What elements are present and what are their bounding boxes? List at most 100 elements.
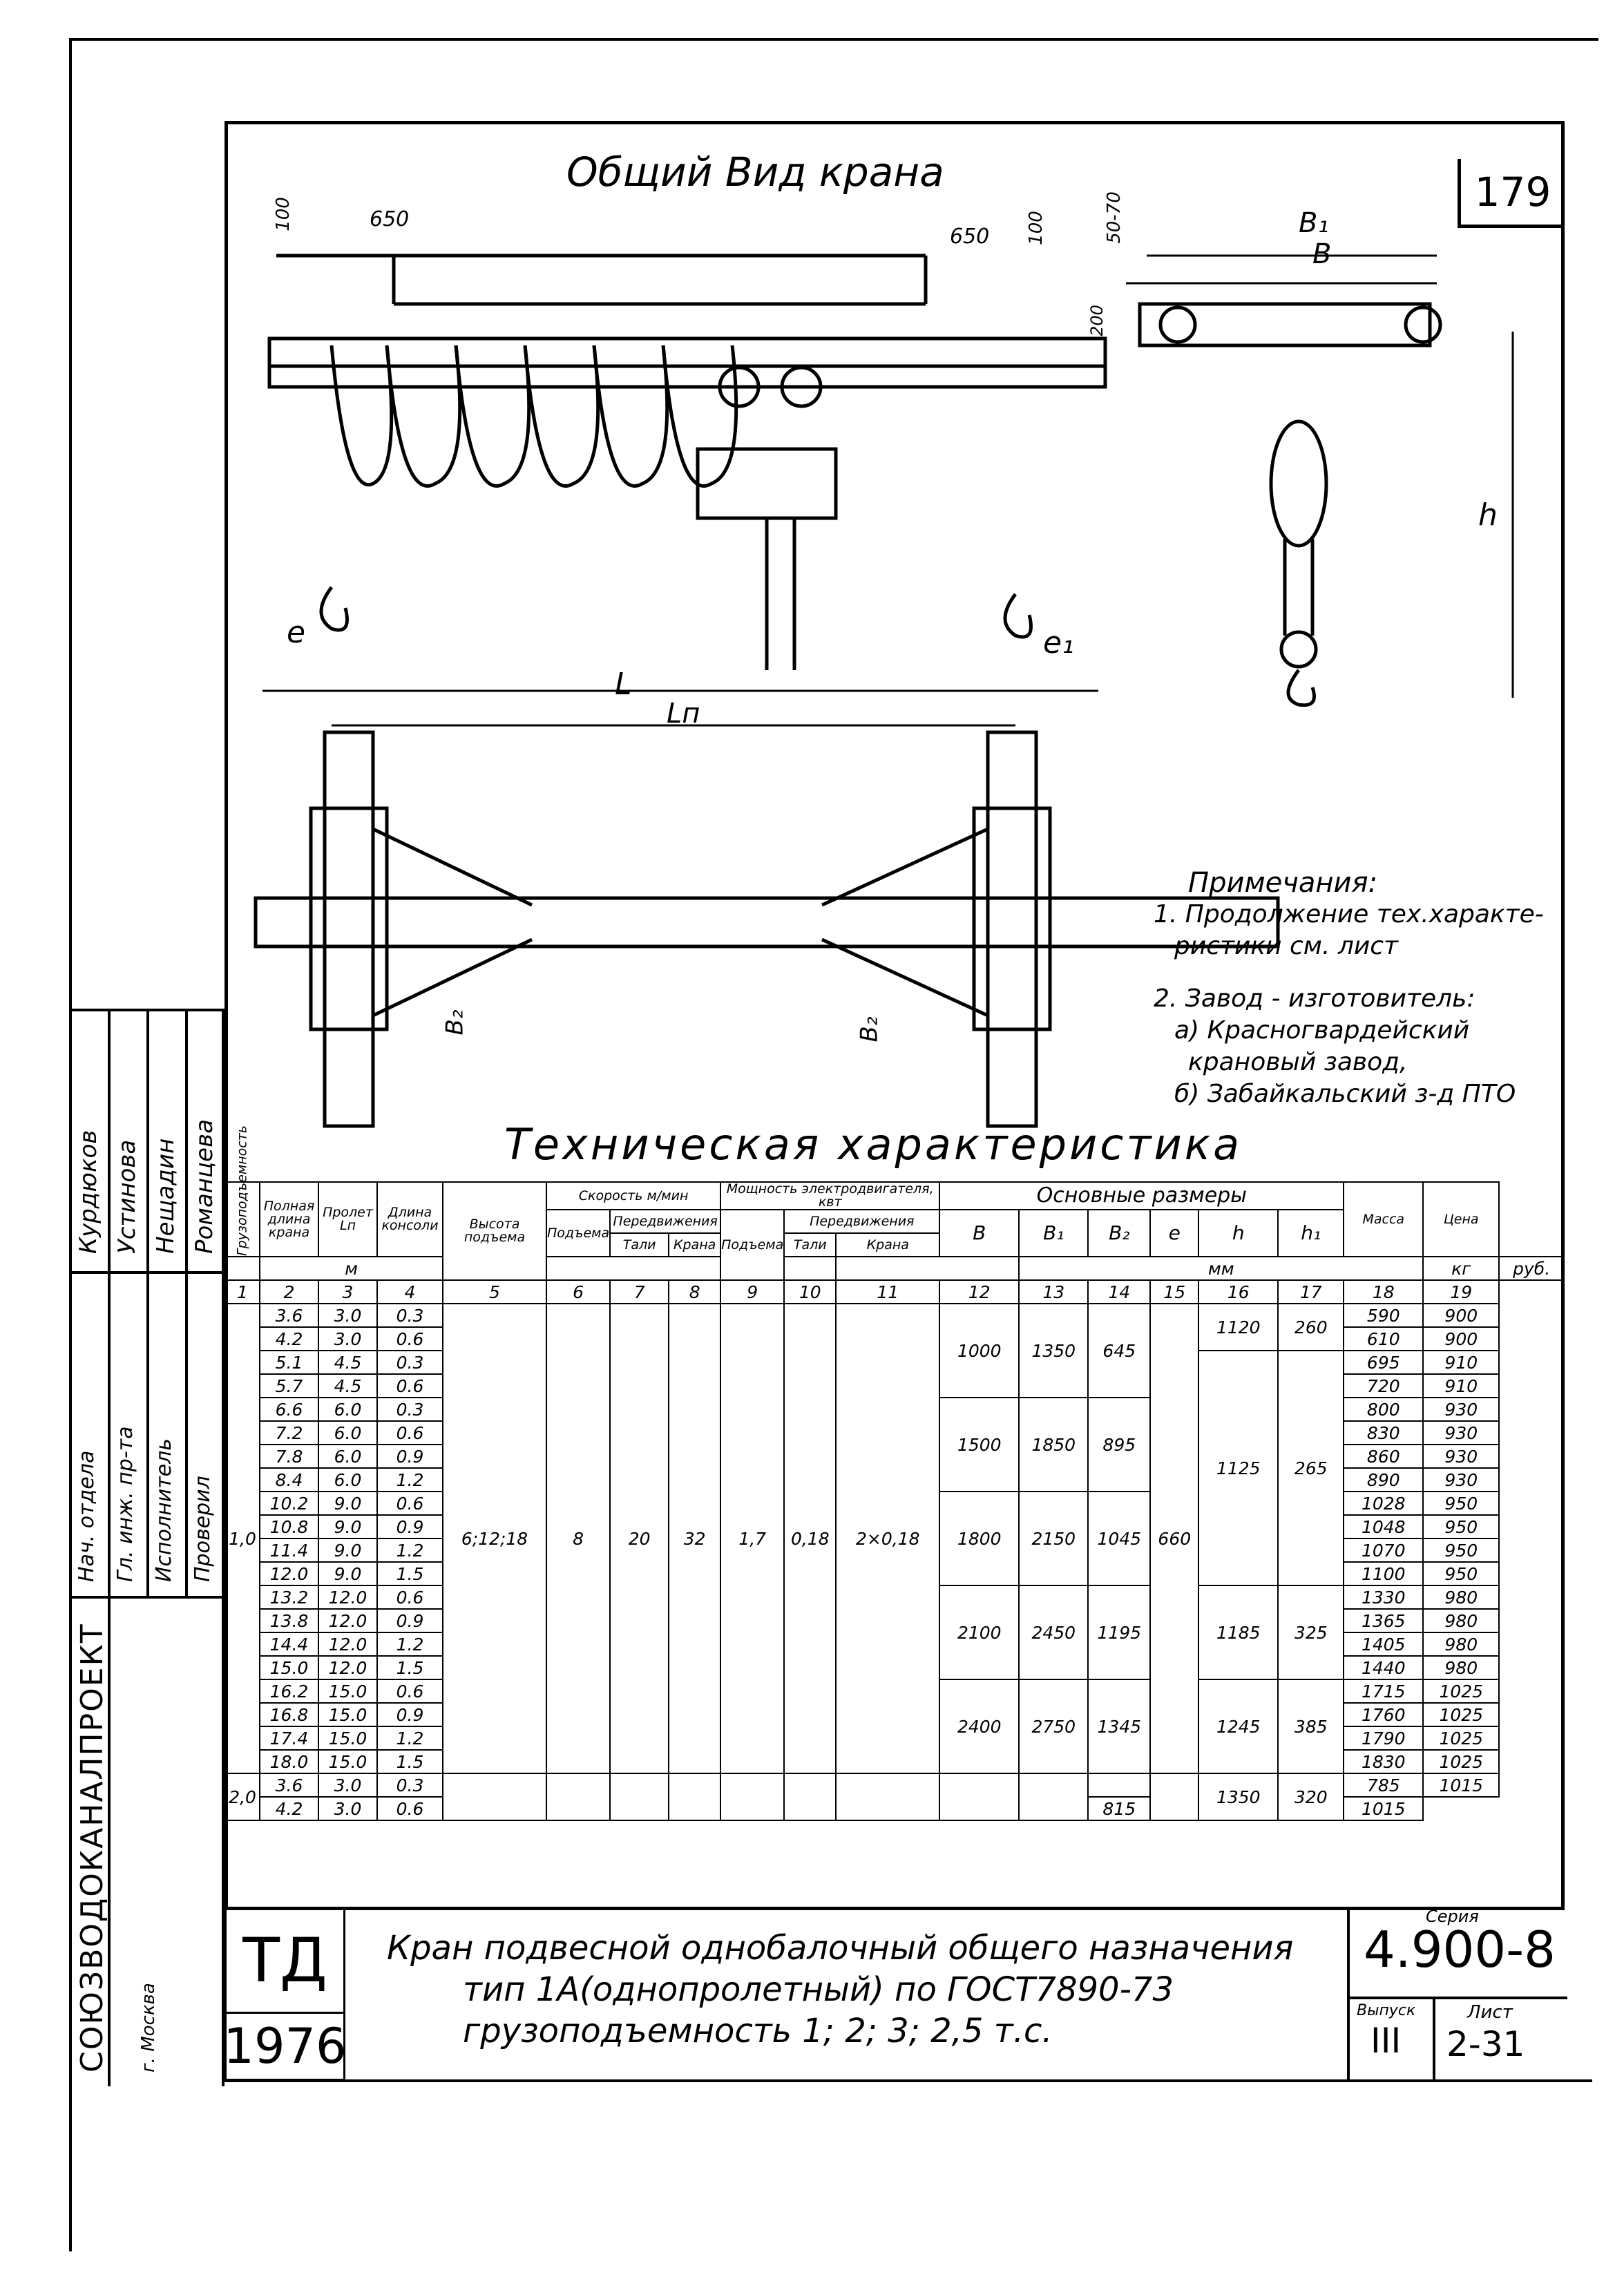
console-cell: 1.5	[376, 1655, 443, 1680]
dim-B1: B₁	[1299, 207, 1329, 239]
span-cell: 9.0	[318, 1491, 378, 1516]
span-cell: 15.0	[318, 1679, 378, 1704]
span-cell: 15.0	[318, 1726, 378, 1751]
length-cell: 18.0	[259, 1749, 319, 1774]
table-cell	[720, 1773, 785, 1821]
dim-B1-cell: 1350	[1018, 1303, 1089, 1398]
mass-cell: 800	[1343, 1397, 1424, 1422]
col-number: 18	[1343, 1279, 1424, 1304]
table-cell	[1087, 1773, 1152, 1798]
mass-cell: 1760	[1343, 1702, 1424, 1727]
unit-rub: руб.	[1498, 1256, 1565, 1281]
price-cell: 910	[1422, 1373, 1500, 1398]
dim-e1: e₁	[1043, 625, 1074, 660]
sheet-label: Лист	[1467, 2002, 1513, 2023]
title-line-3: грузоподъемность 1; 2; 3; 2,5 т.с.	[463, 2012, 1053, 2050]
col-number: 10	[783, 1279, 837, 1304]
dim-B2-cell: 1045	[1087, 1491, 1152, 1586]
th-console: Длина консоли	[376, 1181, 443, 1257]
dim-L: L	[615, 667, 632, 702]
console-cell: 1.2	[376, 1726, 443, 1751]
length-cell: 15.0	[259, 1655, 319, 1680]
span-cell: 6.0	[318, 1444, 378, 1469]
sig-role-1: Нач. отдела	[75, 1450, 99, 1582]
dim-h-cell: 1125	[1198, 1350, 1279, 1586]
series-value: 4.900-8	[1364, 1921, 1556, 1979]
length-cell: 3.6	[259, 1773, 319, 1798]
console-cell: 0.6	[376, 1679, 443, 1704]
console-cell: 1.5	[376, 1561, 443, 1586]
dim-e: e	[287, 615, 306, 650]
mass-cell: 1028	[1343, 1491, 1424, 1516]
price-cell: 980	[1422, 1608, 1500, 1633]
table-cell	[668, 1773, 722, 1821]
speed-hoist-cell: 20	[609, 1303, 670, 1774]
span-cell: 3.0	[318, 1303, 378, 1328]
console-cell: 0.9	[376, 1514, 443, 1539]
dim-B-cell: 1500	[939, 1397, 1020, 1492]
mass-cell: 695	[1343, 1350, 1424, 1375]
console-cell: 1.2	[376, 1467, 443, 1492]
sheet-number: 179	[1458, 159, 1565, 228]
sig-name-2: Устинова	[113, 1139, 141, 1254]
col-number: 12	[939, 1279, 1020, 1304]
span-cell: 12.0	[318, 1608, 378, 1633]
span-cell: 9.0	[318, 1514, 378, 1539]
dim-B2-right: B₂	[855, 1016, 883, 1042]
title-line-1: Кран подвесной однобалочный общего назна…	[387, 1929, 1294, 1968]
mass-cell: 860	[1343, 1444, 1424, 1469]
th-mass: Масса	[1343, 1181, 1424, 1257]
dim-B1-cell: 2150	[1018, 1491, 1089, 1586]
th-height: Высота подъема	[442, 1181, 547, 1281]
length-cell: 11.4	[259, 1538, 319, 1563]
note-2a2: крановый завод,	[1188, 1048, 1408, 1076]
price-cell: 930	[1422, 1444, 1500, 1469]
console-cell: 0.6	[376, 1491, 443, 1516]
drawing-frame	[225, 121, 1565, 1910]
span-cell: 3.0	[318, 1773, 378, 1798]
length-cell: 7.2	[259, 1420, 319, 1445]
price-cell: 1025	[1422, 1749, 1500, 1774]
mass-cell: 890	[1343, 1467, 1424, 1492]
dim-200: 200	[1087, 305, 1107, 336]
span-cell: 6.0	[318, 1397, 378, 1422]
speed-crane-cell: 32	[668, 1303, 722, 1774]
spec-table: Грузоподъемность Полная длина крана Прол…	[225, 1125, 1565, 1821]
length-cell: 4.2	[259, 1796, 319, 1821]
dim-h1-cell: 265	[1277, 1350, 1345, 1586]
series-block: Серия 4.900-8 Выпуск III Лист 2-31	[1347, 1907, 1567, 2079]
span-cell: 6.0	[318, 1467, 378, 1492]
table-title: Техническая характеристика	[504, 1119, 1243, 1170]
mass-cell: 830	[1343, 1420, 1424, 1445]
issue-label: Выпуск	[1357, 2002, 1416, 2019]
length-cell: 10.2	[259, 1491, 319, 1516]
mass-cell: 590	[1343, 1303, 1424, 1328]
price-cell: 980	[1422, 1585, 1500, 1610]
length-cell: 14.4	[259, 1632, 319, 1657]
col-number: 3	[318, 1279, 378, 1304]
note-1: 1. Продолжение тех.характе-	[1154, 900, 1544, 928]
th-B: B	[939, 1209, 1020, 1257]
dim-h-cell: 1120	[1198, 1303, 1279, 1351]
price-cell: 950	[1422, 1514, 1500, 1539]
length-cell: 16.8	[259, 1702, 319, 1727]
dim-650-right: 650	[950, 225, 990, 249]
org-name: СОЮЗВОДОКАНАЛПРОЕКТ	[75, 1623, 110, 2073]
view-title: Общий Вид крана	[566, 149, 944, 196]
console-cell: 0.6	[376, 1420, 443, 1445]
title-line-2: тип 1А(однопролетный) по ГОСТ7890-73	[463, 1970, 1174, 2009]
length-cell: 13.8	[259, 1608, 319, 1633]
sig-name-4: Романцева	[191, 1119, 218, 1254]
height-cell: 6;12;18	[442, 1303, 547, 1774]
dim-h-cell: 1350	[1198, 1773, 1279, 1821]
dim-650-left: 650	[370, 207, 410, 231]
